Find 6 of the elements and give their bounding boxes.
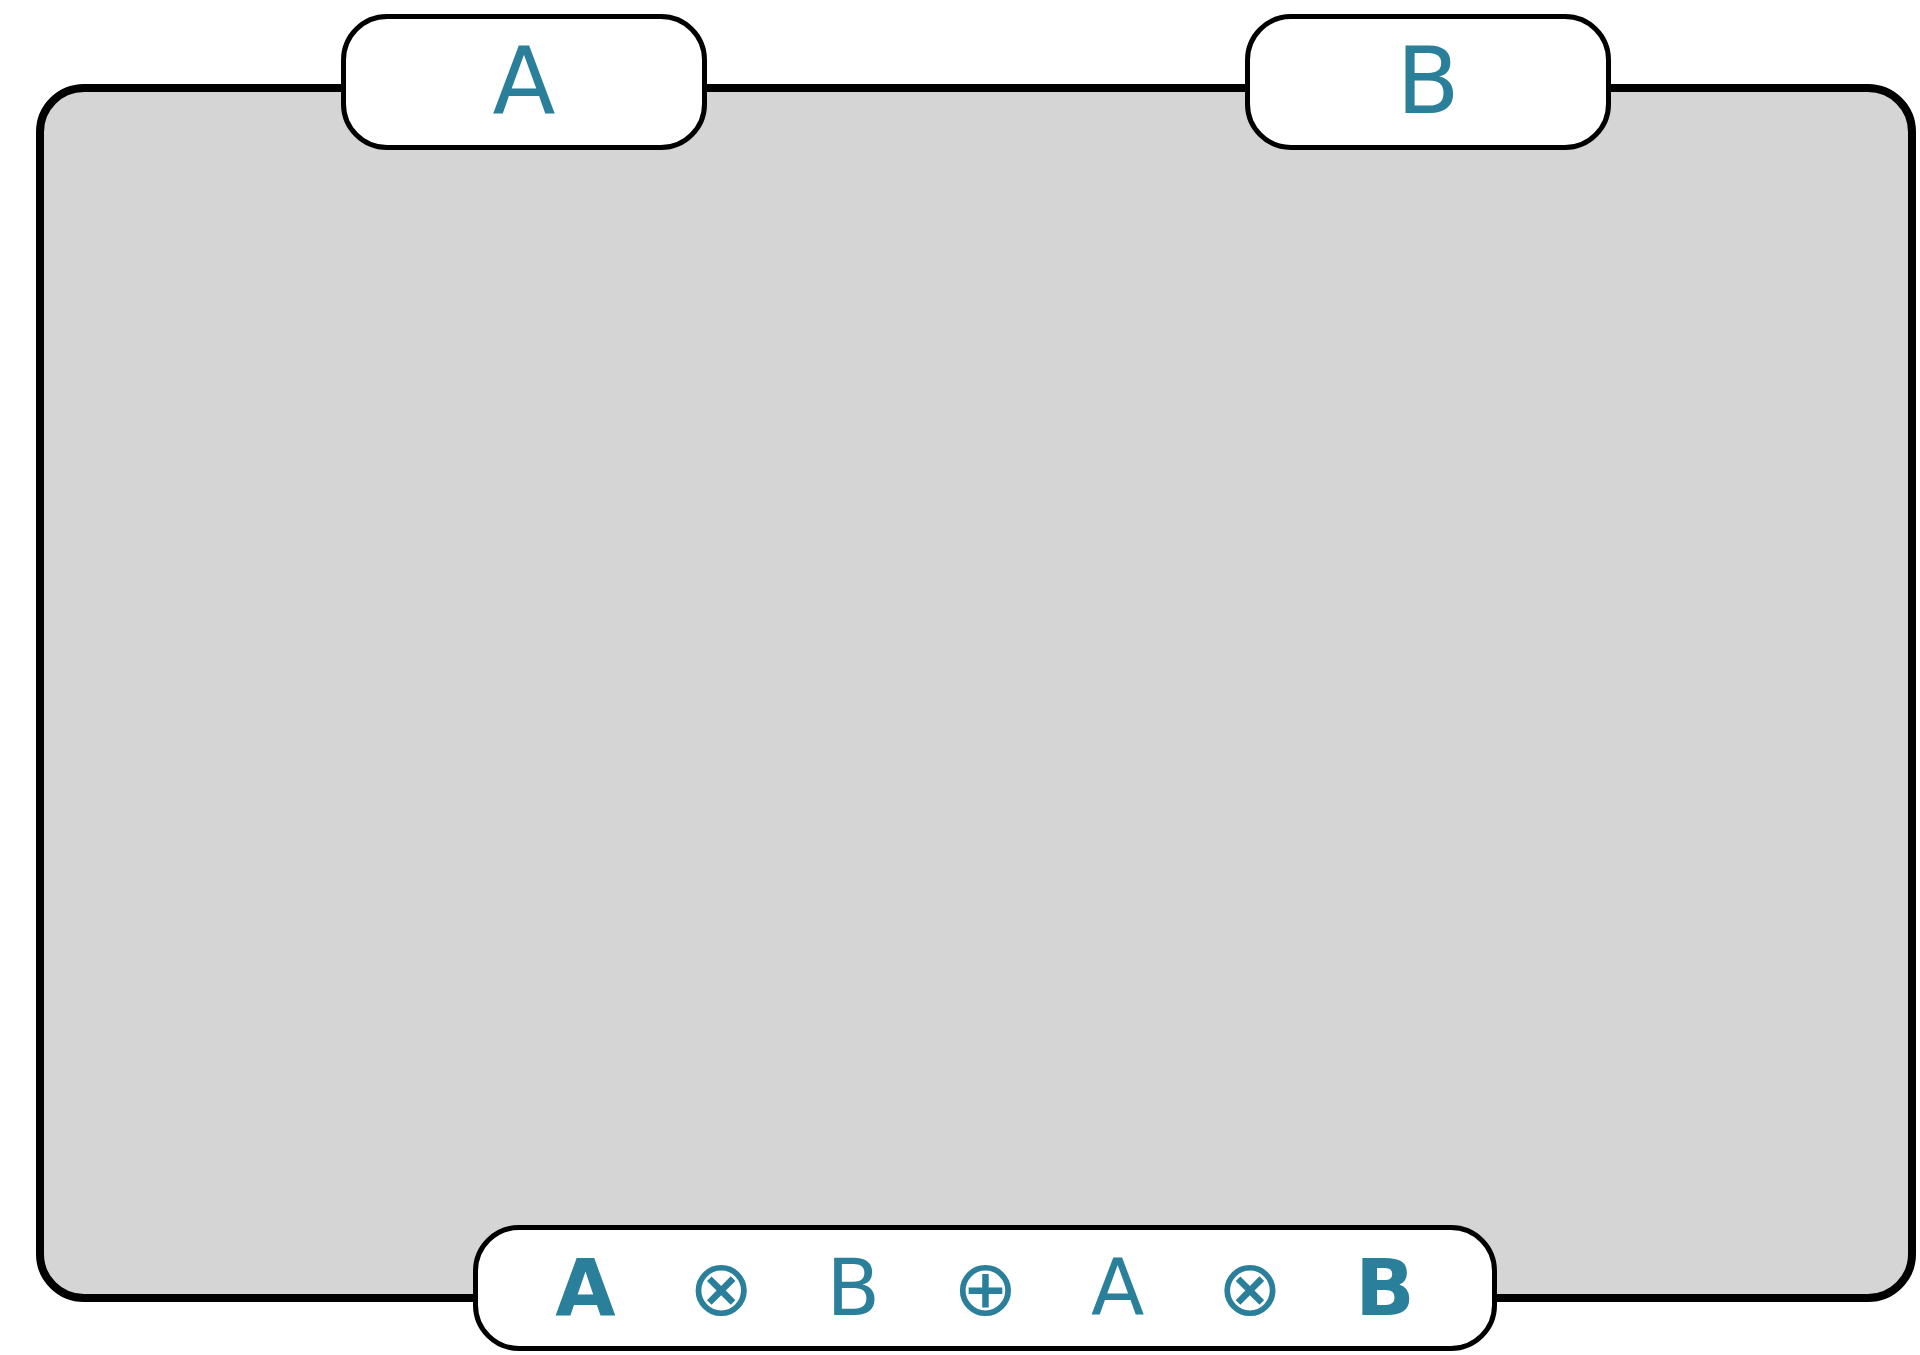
formula-tab [473, 1225, 1497, 1351]
letter-label: A [492, 36, 556, 128]
formula-text: A ⊗ B ⊕ A ⊗ B [555, 1249, 1415, 1327]
letter-label: B [1396, 36, 1460, 128]
label-tab [341, 14, 707, 150]
label-tab [1245, 14, 1611, 150]
